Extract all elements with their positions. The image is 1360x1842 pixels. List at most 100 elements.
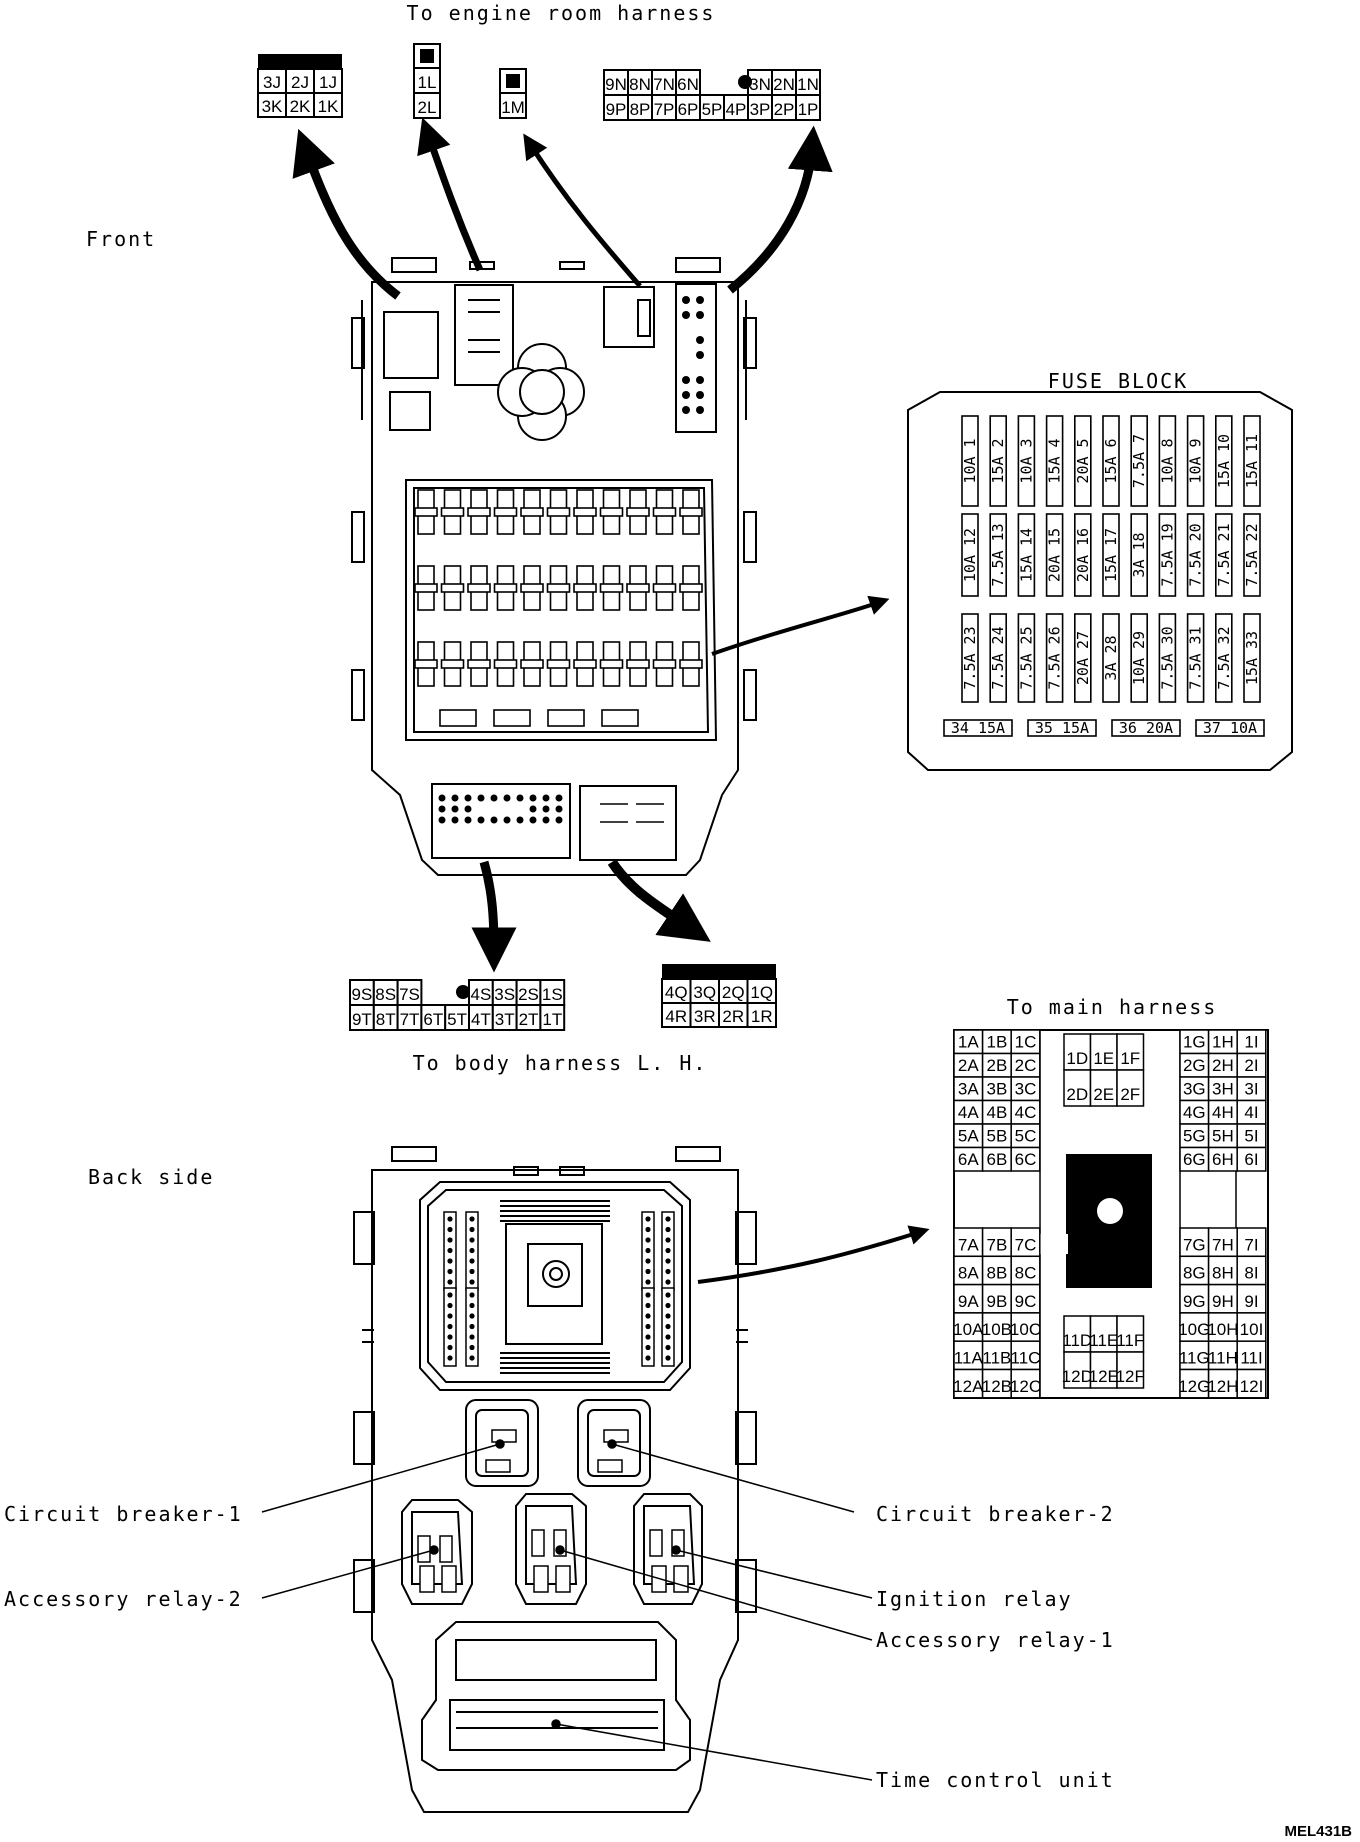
- harness-cell: [1236, 1255, 1267, 1286]
- terminal-label: 1M: [501, 98, 525, 117]
- harness-label: 6G: [1183, 1150, 1206, 1169]
- fuse-cell: [1243, 415, 1261, 507]
- pin-dot: [469, 1268, 475, 1275]
- terminal-cell: [413, 67, 441, 94]
- fuse-cell: [1045, 513, 1064, 597]
- fuse-label: 15A 33: [1243, 631, 1261, 685]
- harness-cell: [1010, 1340, 1041, 1371]
- terminal-label: 9S: [352, 985, 373, 1004]
- harness-label: 10C: [1010, 1320, 1041, 1339]
- fuse-label: 20A 27: [1074, 631, 1092, 685]
- fuse-cell: [1158, 513, 1177, 597]
- fuse-label: 7.5A 26: [1046, 626, 1064, 689]
- fuse-cell: [1158, 613, 1177, 703]
- terminal-label: 1K: [318, 97, 339, 116]
- terminal-cell: [603, 94, 629, 121]
- pin-dot: [682, 391, 690, 399]
- fuse-label: 15A 2: [989, 438, 1007, 483]
- fuse-cell: [1186, 415, 1205, 507]
- pin-dot: [555, 805, 563, 813]
- pin-dot: [645, 1258, 651, 1264]
- pin-dot: [503, 794, 511, 802]
- terminal-label: 6T: [423, 1010, 443, 1029]
- pin-dot: [555, 794, 563, 802]
- terminal-cell: [651, 94, 677, 121]
- terminal-label: 8N: [629, 75, 651, 94]
- harness-label: 11G: [1179, 1349, 1210, 1368]
- terminal-label: 4Q: [665, 983, 688, 1002]
- pin-dot: [665, 1279, 671, 1285]
- pin-dot: [451, 805, 459, 813]
- harness-cell: [1236, 1368, 1267, 1399]
- pin-dot: [696, 406, 704, 414]
- terminal-cell: [746, 1002, 777, 1028]
- pin-dot: [665, 1355, 671, 1361]
- harness-label: 6I: [1244, 1150, 1258, 1169]
- pin-dot: [645, 1323, 651, 1330]
- fuse-cell: [1215, 613, 1233, 703]
- fuse-cell: [1102, 415, 1120, 507]
- fuse-cell: [1017, 513, 1036, 597]
- pin-dot: [645, 1313, 651, 1319]
- harness-label: 4A: [958, 1103, 979, 1122]
- fuse-block-title: FUSE BLOCK: [1048, 369, 1188, 393]
- fuse-cell: [989, 415, 1008, 507]
- pin-dot: [645, 1344, 651, 1351]
- harness-cell: [1179, 1340, 1210, 1371]
- fuse-label: 10A 9: [1187, 438, 1205, 483]
- fuse-label: 15A 4: [1046, 438, 1064, 483]
- harness-cell: [1179, 1368, 1210, 1399]
- terminal-label: 2T: [519, 1010, 539, 1029]
- harness-cell: [1207, 1283, 1238, 1314]
- terminal-label: 7N: [653, 75, 675, 94]
- fuse-label: 7.5A 31: [1187, 626, 1205, 689]
- fuse-label: 7.5A 24: [989, 626, 1007, 689]
- pin-dot: [464, 805, 472, 813]
- harness-label: 11I: [1240, 1349, 1262, 1368]
- terminal-label: 2J: [291, 73, 309, 92]
- pin-dot: [682, 376, 690, 384]
- harness-label: 12C: [1010, 1377, 1041, 1396]
- fuse-label: 10A 12: [961, 528, 979, 582]
- terminal-label: 3Q: [693, 983, 716, 1002]
- harness-cell: [1089, 1351, 1118, 1389]
- main-harness-label: To main harness: [1007, 995, 1218, 1019]
- harness-cell: [1010, 1146, 1041, 1172]
- terminal-label: 1S: [542, 985, 563, 1004]
- fuse-cell: [1045, 415, 1064, 507]
- fuse-cell: [1186, 613, 1205, 703]
- pin-dot: [469, 1302, 475, 1309]
- terminal-label: 1Q: [750, 983, 773, 1002]
- fuse-cell: [1027, 719, 1097, 737]
- terminal-label: 4S: [471, 985, 492, 1004]
- harness-label: 8A: [958, 1264, 979, 1283]
- pin-dot: [447, 1323, 453, 1330]
- pin-dot: [665, 1334, 671, 1340]
- harness-label: 8B: [987, 1264, 1008, 1283]
- fuse-cell: [1130, 613, 1148, 703]
- fuse-cell: [1111, 719, 1181, 737]
- pin-dot: [451, 816, 459, 824]
- harness-cell: [981, 1368, 1012, 1399]
- fuse-cell: [1130, 513, 1148, 597]
- harness-label: 2I: [1244, 1056, 1258, 1075]
- terminal-cell: [795, 94, 821, 121]
- harness-label: 1G: [1183, 1033, 1206, 1052]
- terminal-label: 4T: [471, 1010, 491, 1029]
- harness-label: 12H: [1207, 1377, 1238, 1396]
- terminal-label: 8T: [376, 1010, 396, 1029]
- fuse-cell: [1186, 513, 1205, 597]
- harness-label: 5G: [1183, 1127, 1206, 1146]
- terminal-label: 2K: [290, 97, 311, 116]
- fuse-label: 20A 16: [1074, 528, 1092, 582]
- circuit-breaker-1-label: Circuit breaker-1: [4, 1502, 243, 1526]
- pin-dot: [665, 1216, 671, 1222]
- pin-dot: [469, 1355, 475, 1361]
- fuse-cell: [1243, 613, 1261, 703]
- terminal-label: 1R: [751, 1007, 773, 1026]
- harness-cell: [1116, 1069, 1145, 1107]
- fuse-cell: [1074, 513, 1092, 597]
- harness-label: 7B: [987, 1235, 1008, 1254]
- pin-dot: [447, 1292, 453, 1298]
